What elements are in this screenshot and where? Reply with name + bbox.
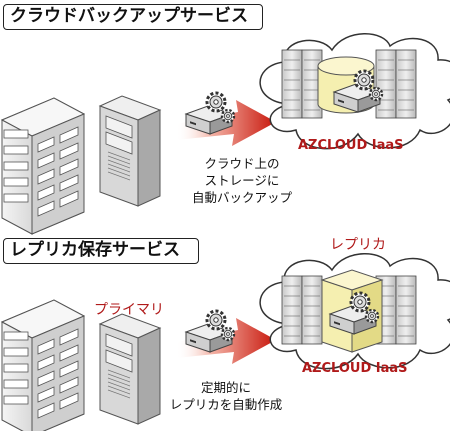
backup-device-gear-icon bbox=[184, 309, 236, 354]
primary-label: プライマリ bbox=[94, 302, 164, 318]
office-building-icon bbox=[1, 97, 85, 235]
server-tower-icon bbox=[99, 313, 161, 425]
section1-title: クラウドバックアップサービス bbox=[3, 4, 263, 30]
cloud-label: AZCLOUD IaaS bbox=[298, 138, 404, 153]
caption-line: レプリカを自動作成 bbox=[169, 397, 283, 412]
caption-line: 定期的に bbox=[200, 380, 251, 395]
office-building-icon bbox=[1, 299, 85, 431]
section2-diagram bbox=[1, 252, 450, 431]
server-tower-icon bbox=[99, 95, 161, 207]
caption-line: 自動バックアップ bbox=[191, 190, 292, 205]
cloud-label: AZCLOUD IaaS bbox=[302, 361, 408, 376]
section1-diagram bbox=[1, 32, 450, 235]
caption-line: クラウド上の bbox=[204, 156, 280, 171]
section2-title: レプリカ保存サービス bbox=[3, 238, 199, 264]
replica-label: レプリカ bbox=[330, 237, 386, 253]
caption-line: ストレージに bbox=[204, 173, 280, 188]
backup-device-gear-icon bbox=[184, 91, 236, 136]
